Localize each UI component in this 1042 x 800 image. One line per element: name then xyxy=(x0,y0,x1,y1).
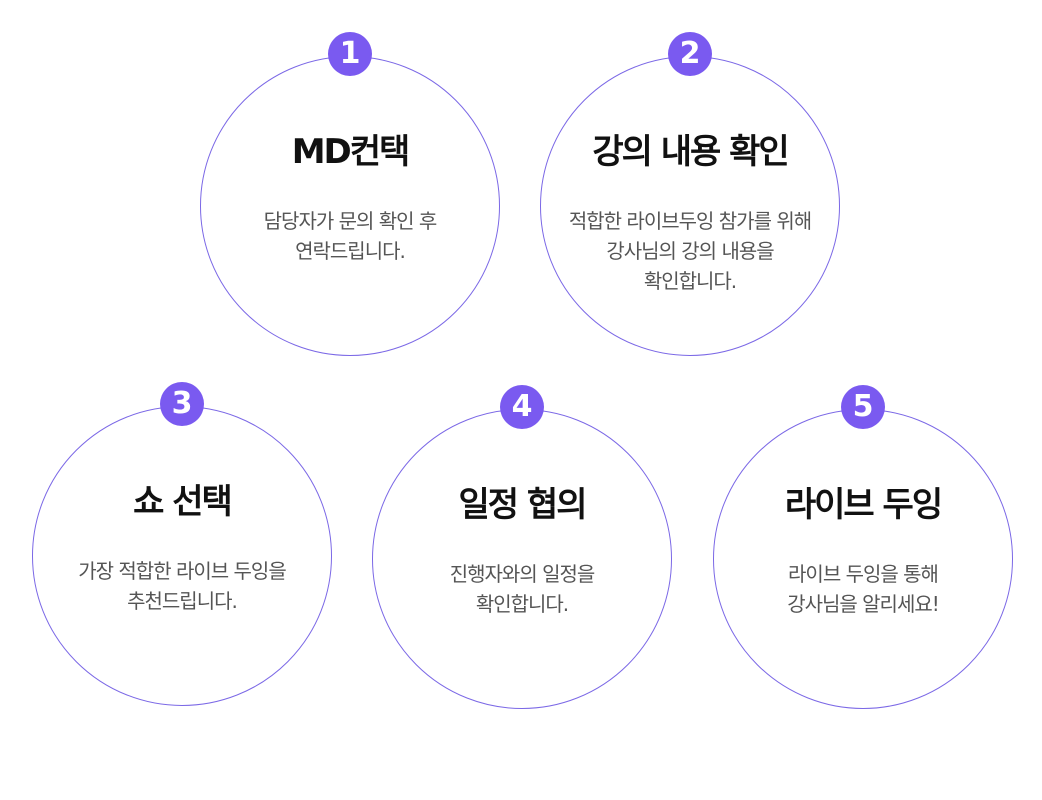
step-5: 5 라이브 두잉 라이브 두잉을 통해 강사님을 알리세요! xyxy=(713,385,1013,709)
step-description: 진행자와의 일정을 확인합니다. xyxy=(372,559,672,619)
step-4: 4 일정 협의 진행자와의 일정을 확인합니다. xyxy=(372,385,672,709)
step-circle xyxy=(540,56,840,356)
step-description: 담당자가 문의 확인 후 연락드립니다. xyxy=(200,206,500,266)
step-description-line: 라이브 두잉을 통해 xyxy=(788,562,939,586)
step-title: 라이브 두잉 xyxy=(784,485,943,525)
step-circle xyxy=(32,406,332,706)
step-number-badge: 4 xyxy=(500,385,544,429)
step-3: 3 쇼 선택 가장 적합한 라이브 두잉을 추천드립니다. xyxy=(32,382,332,706)
step-description-line: 가장 적합한 라이브 두잉을 xyxy=(78,559,286,583)
step-description-line: 강사님의 강의 내용을 xyxy=(606,239,774,263)
step-title: 강의 내용 확인 xyxy=(592,132,789,172)
step-title: 쇼 선택 xyxy=(133,482,233,522)
step-description: 라이브 두잉을 통해 강사님을 알리세요! xyxy=(713,559,1013,619)
step-number-badge: 3 xyxy=(160,382,204,426)
step-description-line: 진행자와의 일정을 xyxy=(449,562,596,586)
step-circle xyxy=(200,56,500,356)
step-number-badge: 2 xyxy=(668,32,712,76)
step-1: 1 MD컨택 담당자가 문의 확인 후 연락드립니다. xyxy=(200,32,500,356)
step-circle xyxy=(713,409,1013,709)
step-number-badge: 1 xyxy=(328,32,372,76)
step-circle xyxy=(372,409,672,709)
step-description-line: 적합한 라이브두잉 참가를 위해 xyxy=(568,209,812,233)
step-description: 가장 적합한 라이브 두잉을 추천드립니다. xyxy=(32,556,332,616)
step-description: 적합한 라이브두잉 참가를 위해 강사님의 강의 내용을 확인합니다. xyxy=(540,206,840,296)
step-description-line: 추천드립니다. xyxy=(127,589,238,613)
step-title: 일정 협의 xyxy=(458,485,588,525)
step-description-line: 강사님을 알리세요! xyxy=(787,592,940,616)
step-description-line: 확인합니다. xyxy=(475,592,569,616)
step-description-line: 연락드립니다. xyxy=(295,239,406,263)
step-2: 2 강의 내용 확인 적합한 라이브두잉 참가를 위해 강사님의 강의 내용을 … xyxy=(540,32,840,356)
step-description-line: 확인합니다. xyxy=(643,269,737,293)
step-title: MD컨택 xyxy=(291,132,411,172)
step-description-line: 담당자가 문의 확인 후 xyxy=(263,209,438,233)
step-number-badge: 5 xyxy=(841,385,885,429)
